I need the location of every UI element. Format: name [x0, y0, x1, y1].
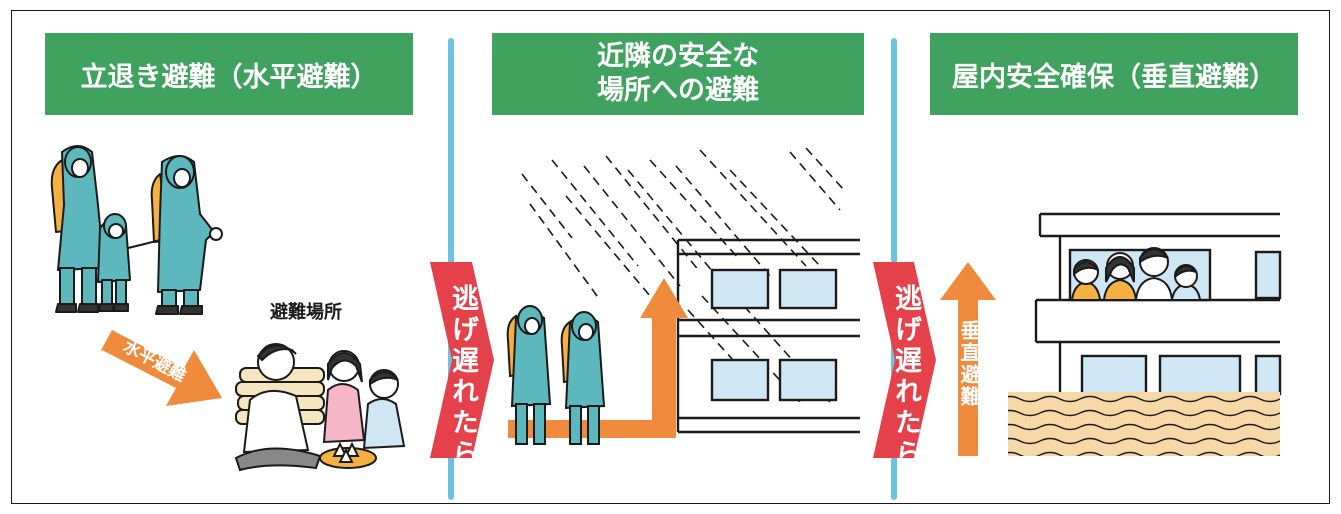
shelter-label: 避難場所 — [270, 302, 342, 323]
evacuation-route-arrow — [508, 278, 688, 438]
horizontal-evacuation-arrow — [100, 330, 222, 406]
vertical-arrow-label: 垂直避難 — [957, 320, 981, 408]
walker-right-figure — [560, 311, 606, 445]
nearby-building — [676, 238, 860, 434]
child-figure — [97, 213, 131, 312]
panel-title-vertical: 屋内安全確保（垂直避難） — [952, 61, 1276, 93]
rice-ball-plate — [319, 441, 377, 469]
family-at-window — [1070, 247, 1202, 301]
vertical-evacuation-arrow — [940, 262, 996, 456]
chevron-connector-right — [873, 262, 936, 458]
chevron-connector-left — [430, 262, 494, 458]
window-person-4 — [1170, 264, 1202, 301]
chevron-label-right: 逃げ遅れたら — [890, 284, 921, 470]
window-person-2 — [1102, 252, 1138, 301]
walker-left-figure — [506, 305, 552, 445]
flood-water — [1008, 392, 1280, 456]
window-person-1 — [1070, 259, 1102, 301]
panel-header-vertical: 屋内安全確保（垂直避難） — [930, 33, 1298, 115]
panel-title-horizontal: 立退き避難（水平避難） — [80, 61, 378, 93]
panel-header-horizontal: 立退き避難（水平避難） — [45, 33, 413, 115]
panel-title-nearby-line1: 近隣の安全な — [597, 41, 759, 72]
shelter-group-illustration — [234, 343, 406, 472]
sitting-boy-figure — [362, 369, 406, 450]
walking-pair-illustration — [506, 305, 606, 445]
flooded-building — [1034, 212, 1282, 396]
window-person-3 — [1134, 247, 1174, 301]
panel-title-nearby-line2: 場所への避難 — [597, 75, 759, 106]
sitting-man-figure — [234, 343, 322, 472]
adult-right-figure — [127, 155, 223, 315]
sitting-girl-figure — [322, 350, 366, 444]
chevron-label-left: 逃げ遅れたら — [447, 284, 478, 470]
panel-header-nearby: 近隣の安全な 場所への避難 — [492, 33, 864, 115]
adult-left-figure — [50, 145, 105, 313]
family-walking-illustration — [50, 145, 223, 315]
